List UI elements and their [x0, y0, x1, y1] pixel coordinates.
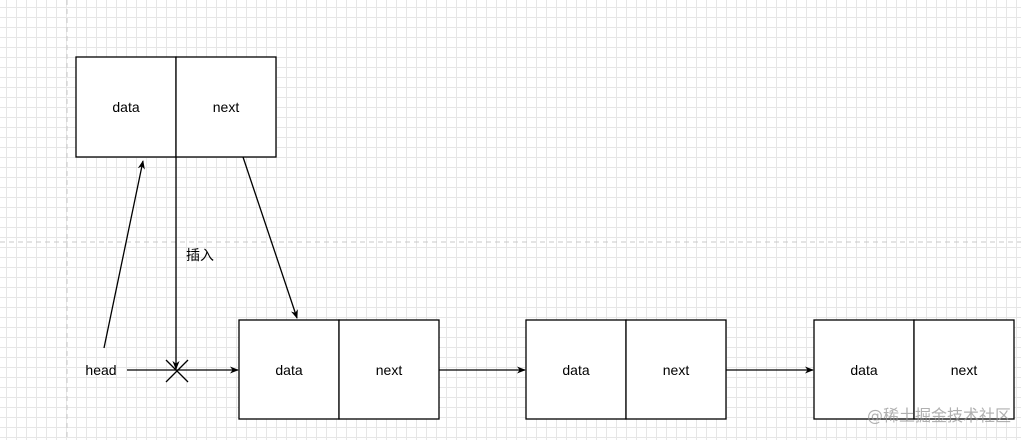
- node-2-next-cell[interactable]: [625, 319, 727, 420]
- node-3-next-cell[interactable]: [913, 319, 1015, 420]
- new-node-next-label: next: [213, 99, 240, 115]
- insert-label: 插入: [186, 248, 214, 264]
- node-3-data-label: data: [850, 362, 877, 378]
- node-2-next-label: next: [663, 362, 690, 378]
- node-2-data-label: data: [562, 362, 589, 378]
- new-next-to-node-1-arrow[interactable]: [242, 156, 298, 319]
- list-node-1[interactable]: data next: [238, 319, 440, 420]
- node-3-next-label: next: [951, 362, 978, 378]
- list-node-2[interactable]: data next: [525, 319, 727, 420]
- head-label: head: [85, 362, 116, 378]
- node-1-data-label: data: [275, 362, 302, 378]
- break-cross-mark: [165, 359, 189, 383]
- head-to-new-node-arrow[interactable]: [103, 160, 145, 349]
- new-node-data-cell[interactable]: [75, 56, 177, 158]
- new-node-data-label: data: [112, 99, 139, 115]
- watermark: @稀土掘金技术社区: [866, 406, 1011, 425]
- node-1-next-label: next: [376, 362, 403, 378]
- new-node[interactable]: data next: [75, 56, 277, 158]
- new-node-next-cell[interactable]: [175, 56, 277, 158]
- list-node-3[interactable]: data next: [813, 319, 1015, 420]
- node-1-data-cell[interactable]: [238, 319, 340, 420]
